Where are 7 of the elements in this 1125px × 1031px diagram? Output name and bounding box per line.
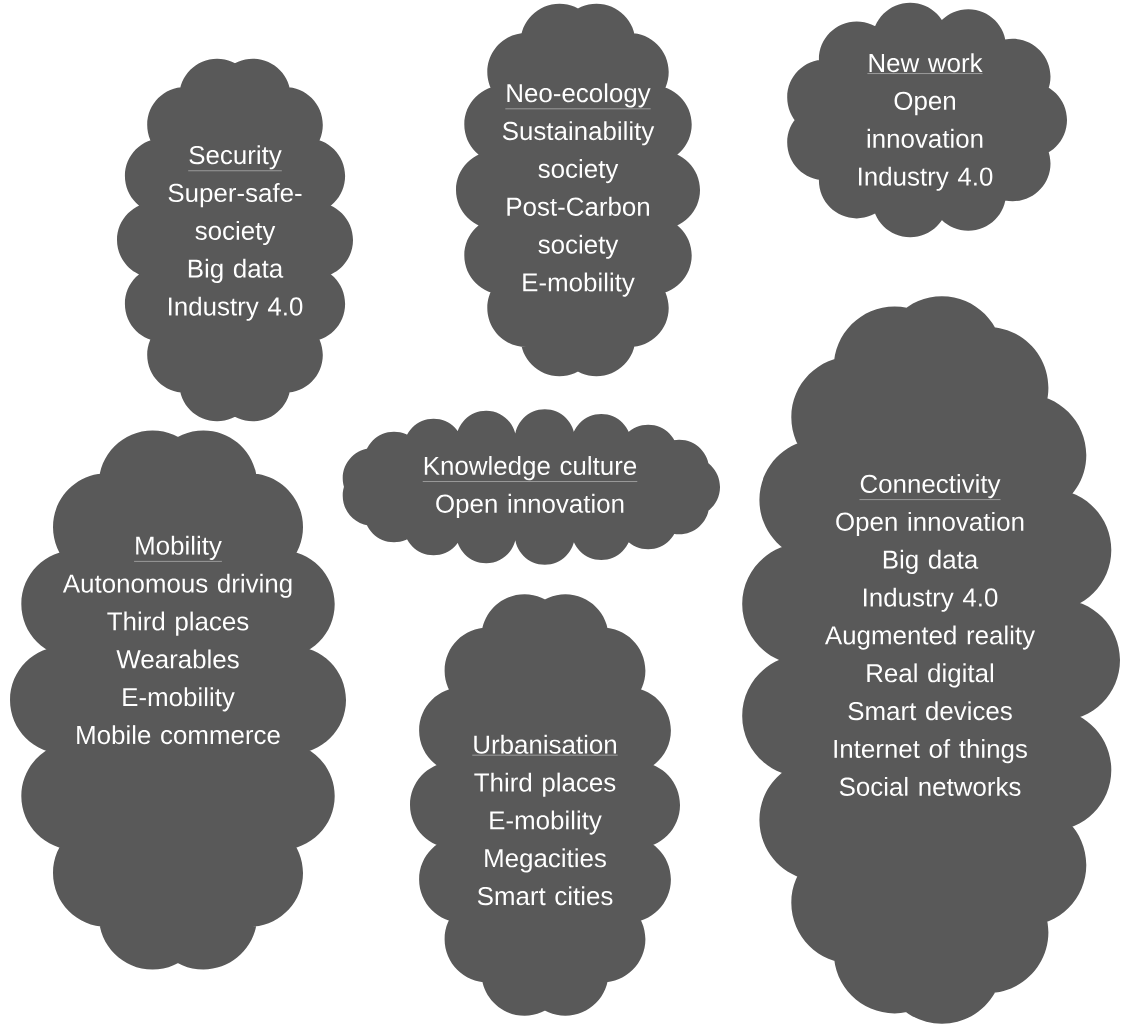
cloud: Neo-ecology Sustainability society Post-Carbon society E-mobility (456, 3, 700, 377)
cloud: Urbanisation Third places E-mobility Megacities Smart cities (410, 594, 680, 1016)
cloud: Mobility Autonomous driving Third places Wearables E-mobility Mobile commerce (10, 430, 346, 970)
cloud: Security Super-safe-society Big data Industry 4.0 (117, 58, 353, 422)
cloud: Knowledge culture Open innovation (342, 409, 720, 565)
cloud: Connectivity Open innovation Big data Industry 4.0 Augmented reality Real digital Smart devices Internet of things Social networks (742, 296, 1120, 1024)
cloud: New work Open innovation Industry 4.0 (787, 2, 1067, 238)
